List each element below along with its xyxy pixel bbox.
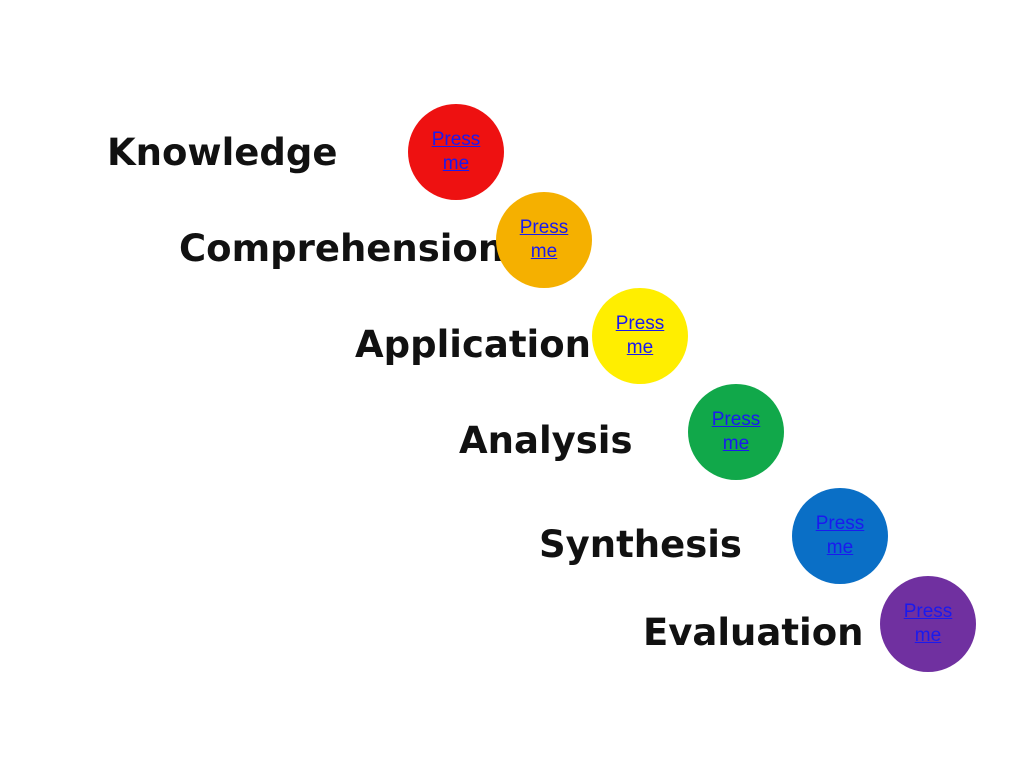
level-circle-knowledge: Press me [408,104,504,200]
press-me-link-application[interactable]: Press me [615,313,665,358]
level-label-evaluation: Evaluation [643,611,864,654]
press-me-link-synthesis[interactable]: Press me [815,513,865,558]
level-circle-application: Press me [592,288,688,384]
level-circle-analysis: Press me [688,384,784,480]
press-me-link-evaluation[interactable]: Press me [903,601,953,646]
level-label-comprehension: Comprehension [179,227,505,270]
level-label-analysis: Analysis [459,419,633,462]
press-me-link-comprehension[interactable]: Press me [519,217,569,262]
level-label-knowledge: Knowledge [107,131,338,174]
level-label-synthesis: Synthesis [539,523,742,566]
press-me-link-analysis[interactable]: Press me [711,409,761,454]
level-circle-evaluation: Press me [880,576,976,672]
level-circle-synthesis: Press me [792,488,888,584]
level-circle-comprehension: Press me [496,192,592,288]
level-label-application: Application [355,323,592,366]
press-me-link-knowledge[interactable]: Press me [431,129,481,174]
